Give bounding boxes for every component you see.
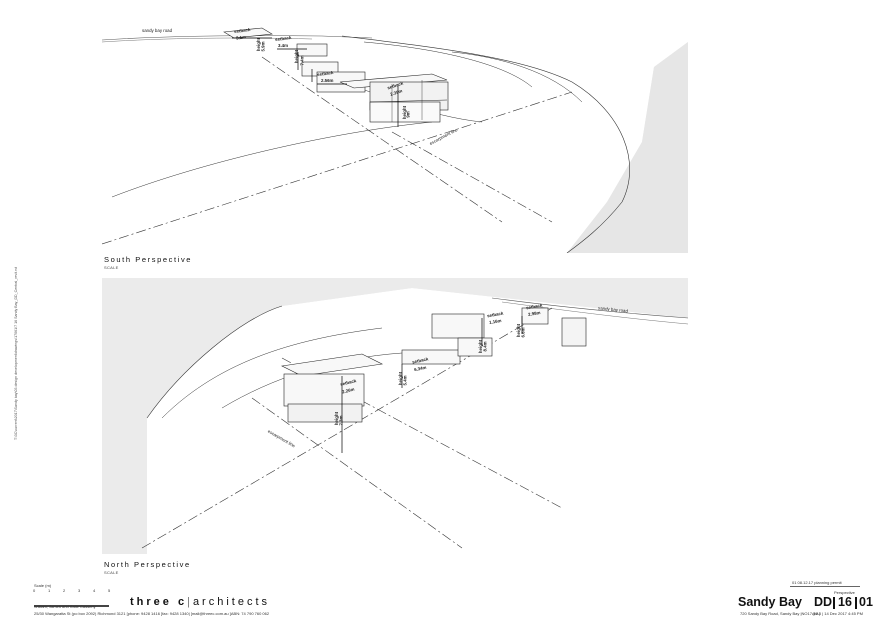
revision-note: 01 08.12.17 planning permit <box>792 580 842 585</box>
north-dim-label-6: 6.6m <box>520 327 526 338</box>
sheet-num-2: 01 <box>859 595 873 609</box>
project-name: Sandy Bay <box>738 595 802 609</box>
plot-info: @A3 | 14 Dec 2017 4:45 PM <box>812 611 863 616</box>
north-dim-label-16: 7.3m <box>338 415 344 426</box>
brand-sub: architects <box>192 596 271 608</box>
south-perspective-drawing <box>102 22 688 253</box>
office-address: 25/30 Wangaratta St (po box 2092) Richmo… <box>34 611 270 616</box>
scale-tick-4: 4 <box>93 588 96 593</box>
scale-tick-3: 3 <box>78 588 81 593</box>
south-dim-label-7: height <box>294 49 300 64</box>
brand-logo: three c|architects <box>130 596 270 608</box>
north-dim-label-12: 5.4m <box>402 375 408 386</box>
brand-name: three c <box>130 596 188 608</box>
scale-label: Scale (m) <box>34 583 52 588</box>
stage-divider-1 <box>833 597 835 609</box>
south-perspective-title: South Perspective <box>104 255 193 264</box>
client-name: William, James and Katie Casserly <box>34 604 96 609</box>
south-road-label: sandy bay road <box>142 28 173 33</box>
scale-tick-0: 0 <box>33 588 36 593</box>
scale-tick-2: 2 <box>63 588 66 593</box>
south-perspective-view: sandy bay road escarpment line setback 3… <box>102 22 688 253</box>
stage-divider-2 <box>855 597 857 609</box>
revision-rule <box>790 586 860 587</box>
scale-bar <box>34 594 110 607</box>
south-dim-label-8: 7.4m <box>299 55 305 66</box>
north-dim-label-8: 8.4m <box>482 341 488 352</box>
sheet-num-1: 16 <box>838 595 852 609</box>
scale-tick-1: 1 <box>48 588 51 593</box>
north-perspective-scale: SCALE <box>104 570 119 575</box>
scale-tick-5: 5 <box>108 588 111 593</box>
brand-separator: | <box>187 596 193 608</box>
stage-code: DD <box>814 595 833 609</box>
south-dim-label-14: 9m <box>405 111 411 118</box>
south-dim-label-6: 3.4m <box>278 43 289 48</box>
project-address: 720 Sandy Bay Road, Sandy Bay |NO17-16 | <box>740 611 820 616</box>
north-perspective-title: North Perspective <box>104 560 191 569</box>
sheet-title: Perspective <box>834 590 855 595</box>
north-perspective-view: sandy bay road escarpment line setback 1… <box>102 278 688 554</box>
south-dim-label-4: 5.9m <box>260 41 266 52</box>
south-perspective-scale: SCALE <box>104 265 119 270</box>
north-perspective-drawing <box>102 278 688 554</box>
file-path-text: T:\3C\current\2017\Sandy bay\03 design d… <box>14 266 18 440</box>
south-dim-label-10: 2.56m <box>321 78 334 83</box>
